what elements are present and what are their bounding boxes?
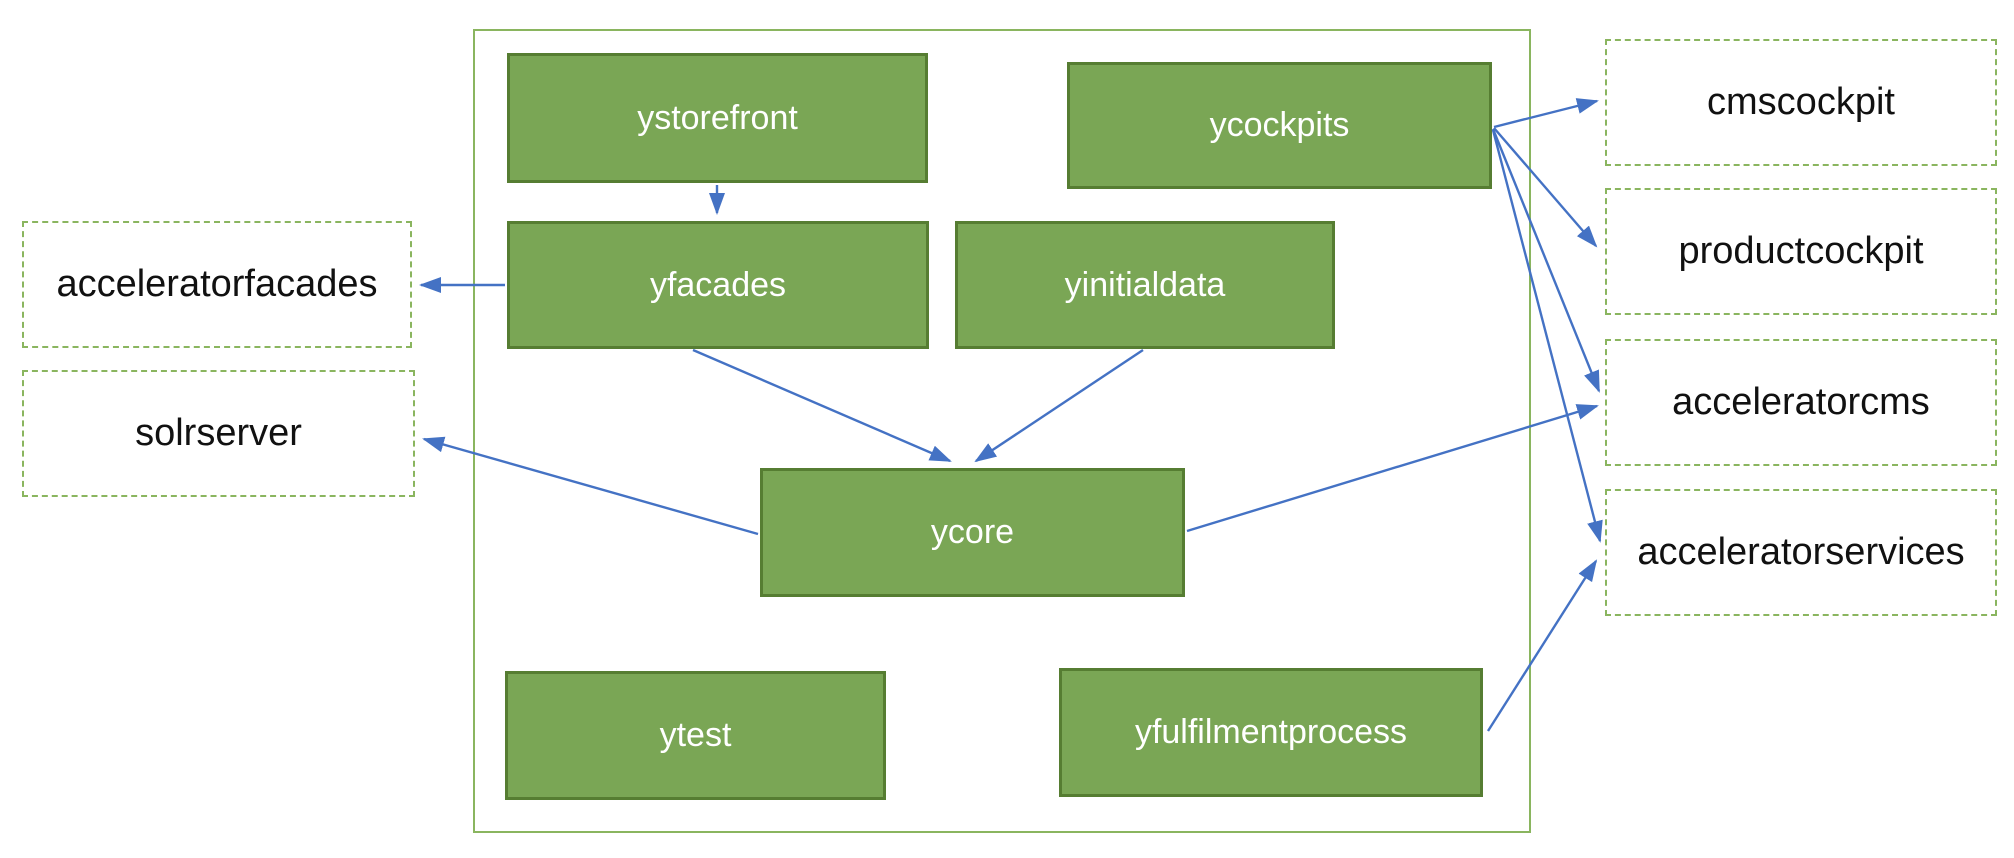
node-ytest: ytest [505, 671, 886, 800]
node-label: acceleratorservices [1637, 531, 1965, 573]
node-label: ytest [659, 716, 732, 754]
node-acceleratorcms: acceleratorcms [1605, 339, 1997, 466]
node-label: ystorefront [637, 98, 798, 137]
node-label: acceleratorcms [1672, 381, 1930, 423]
node-ycore: ycore [760, 468, 1185, 597]
node-label: ycore [930, 513, 1015, 551]
node-label: productcockpit [1678, 230, 1924, 272]
node-label: yfulfilmentprocess [1134, 713, 1408, 751]
node-label: solrserver [135, 412, 302, 454]
node-cmscockpit: cmscockpit [1605, 39, 1997, 166]
node-productcockpit: productcockpit [1605, 188, 1997, 315]
node-acceleratorfacades: acceleratorfacades [22, 221, 412, 348]
node-yfacades: yfacades [507, 221, 929, 349]
node-label: cmscockpit [1707, 81, 1895, 123]
node-label: yinitialdata [1064, 265, 1226, 304]
node-label: acceleratorfacades [56, 263, 378, 305]
node-yinitialdata: yinitialdata [955, 221, 1335, 349]
node-ystorefront: ystorefront [507, 53, 928, 183]
node-yfulfilmentprocess: yfulfilmentprocess [1059, 668, 1483, 797]
node-acceleratorservices: acceleratorservices [1605, 489, 1997, 616]
node-label: yfacades [649, 265, 787, 304]
node-solrserver: solrserver [22, 370, 415, 497]
node-ycockpits: ycockpits [1067, 62, 1492, 189]
node-label: ycockpits [1209, 106, 1350, 144]
